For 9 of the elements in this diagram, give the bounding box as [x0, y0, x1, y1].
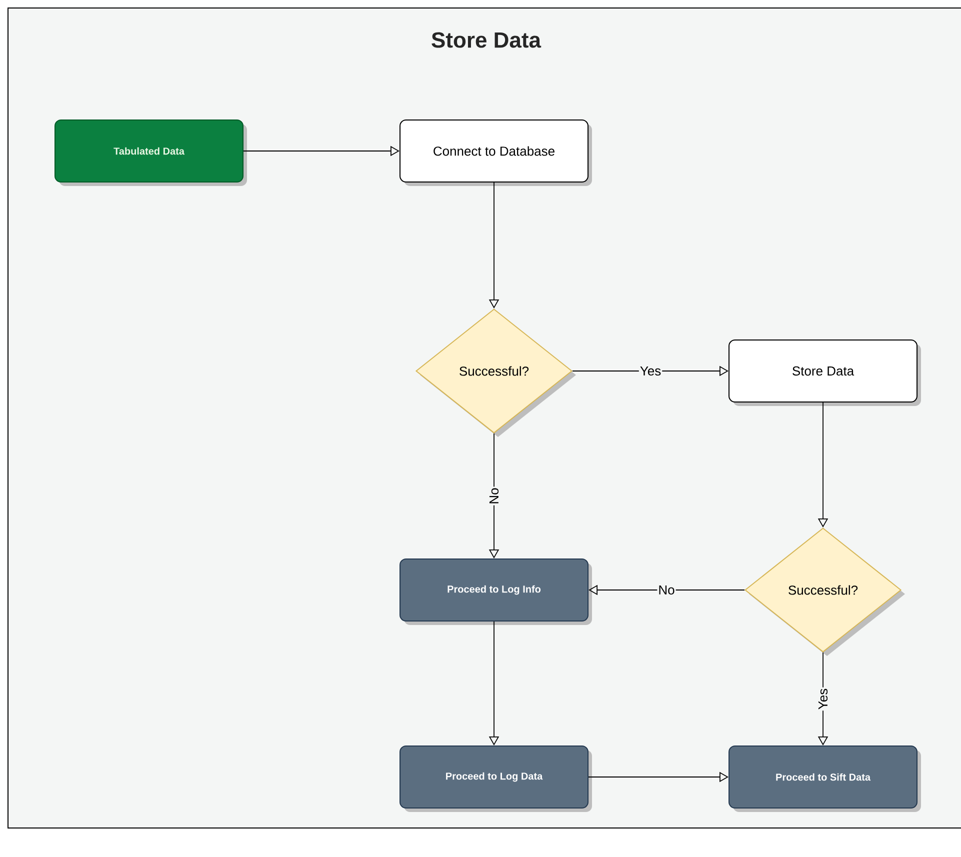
process-box: Proceed to Log Info [400, 558, 592, 625]
start-box: Tabulated Data [54, 120, 247, 186]
title: Store Data [432, 32, 542, 48]
process-box: Proceed to Log Data [400, 746, 592, 812]
edge-label: No [657, 584, 676, 596]
edge-label: No [488, 486, 500, 506]
process-box: Connect to Database [400, 120, 592, 186]
process-box: Proceed to Sift Data [728, 746, 921, 812]
process-box: Store Data [728, 340, 921, 406]
